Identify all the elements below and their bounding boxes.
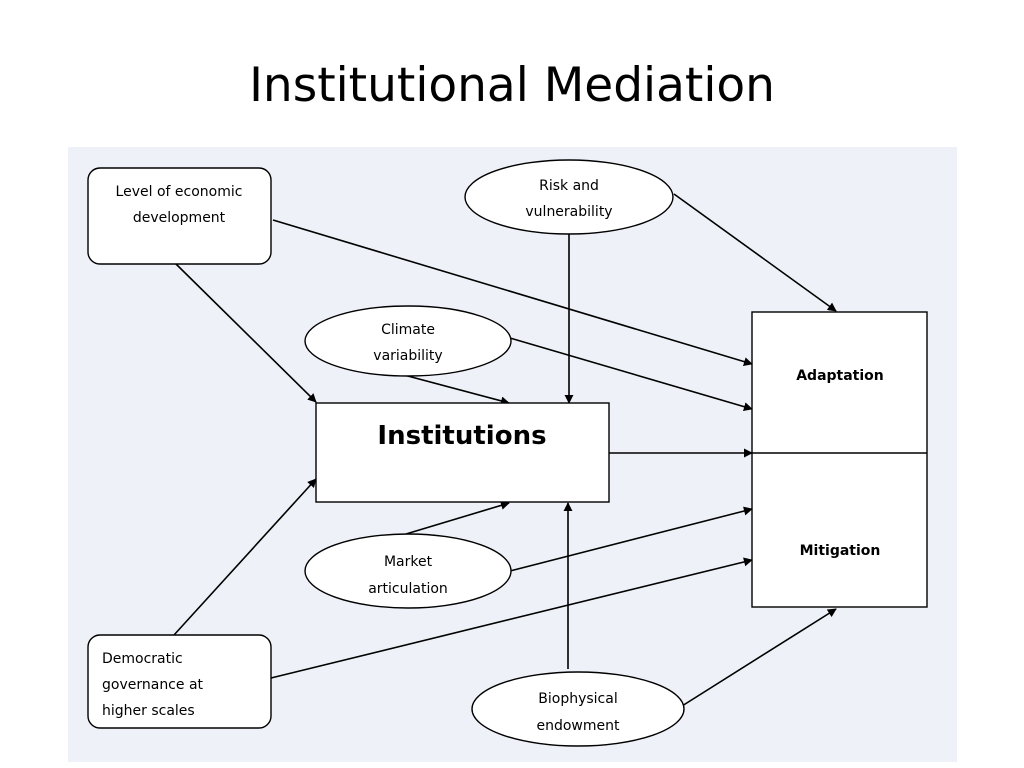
node-institutions-label: Institutions — [377, 421, 546, 451]
node-biophysical-line1: Biophysical — [538, 691, 617, 707]
diagram-panel: Level of economic development Risk and v… — [68, 147, 957, 762]
node-climate-variability: Climate variability — [304, 305, 512, 377]
node-risk-vulnerability: Risk and vulnerability — [464, 159, 674, 235]
node-biophysical-line2: endowment — [536, 718, 620, 734]
edge-democratic-mitigation — [270, 557, 753, 679]
edge-economic-adaptation — [272, 219, 753, 366]
edge-market-institutions — [405, 501, 510, 535]
diagram-canvas: Level of economic development Risk and v… — [87, 159, 928, 747]
edge-climate-institutions — [403, 374, 510, 406]
slide-title: Institutional Mediation — [249, 58, 775, 113]
edge-risk-adaptation — [673, 193, 837, 312]
edge-economic-institutions — [175, 263, 317, 403]
node-economic-line1: Level of economic — [116, 184, 243, 200]
node-mitigation-label: Mitigation — [800, 543, 881, 559]
edge-democratic-institutions — [173, 478, 317, 636]
node-democratic-line2: governance at — [102, 677, 204, 693]
node-climate-line1: Climate — [381, 322, 435, 338]
node-institutions: Institutions — [315, 402, 610, 503]
node-democratic-line3: higher scales — [102, 703, 195, 719]
node-adaptation-mitigation: Adaptation Mitigation — [751, 311, 928, 608]
edge-market-mitigation — [509, 506, 753, 572]
edge-biophysical-mitigation — [681, 608, 837, 707]
node-economic-line2: development — [133, 210, 226, 226]
node-market-line1: Market — [384, 554, 433, 570]
node-biophysical-endowment: Biophysical endowment — [471, 671, 685, 747]
node-adaptation-label: Adaptation — [796, 368, 884, 384]
edge-climate-adaptation — [509, 337, 753, 412]
node-market-articulation: Market articulation — [304, 533, 512, 609]
node-democratic-governance: Democratic governance at higher scales — [87, 634, 272, 729]
node-market-line2: articulation — [368, 581, 448, 597]
node-risk-line2: vulnerability — [525, 204, 612, 220]
node-economic-development: Level of economic development — [87, 167, 272, 265]
node-democratic-line1: Democratic — [102, 651, 183, 667]
node-climate-line2: variability — [373, 348, 442, 364]
node-risk-line1: Risk and — [539, 178, 599, 194]
